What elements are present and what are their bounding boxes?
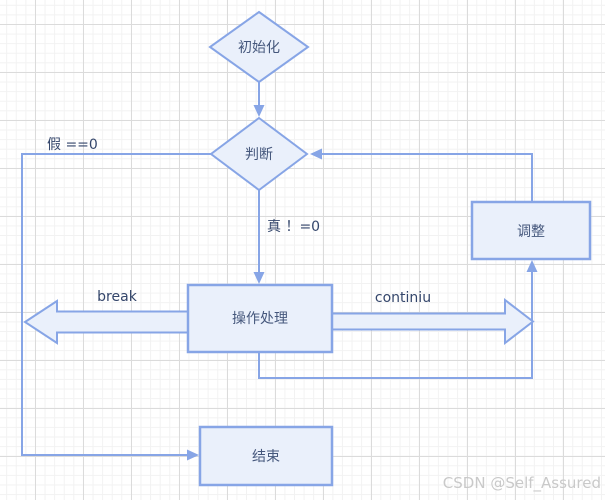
node-process-rect — [186, 283, 334, 354]
node-end-label: 结束 — [252, 449, 280, 465]
arrowhead-left-icon — [310, 148, 322, 160]
edge-label-break: break — [97, 289, 138, 305]
node-adjust-rect — [470, 200, 592, 261]
edge-judge-false-to-end — [21, 153, 211, 461]
node-end-rect — [198, 425, 334, 487]
arrowhead-right-icon — [187, 449, 199, 461]
watermark-text: CSDN @Self_Assured — [443, 474, 601, 493]
arrowhead-down-icon — [253, 105, 265, 117]
continue-block-arrow — [331, 297, 535, 346]
edge-judge-to-process — [253, 190, 265, 284]
edge-init-to-judge — [253, 82, 265, 117]
arrowhead-down-icon — [253, 272, 265, 284]
node-init-label: 初始化 — [238, 39, 280, 56]
node-process-label: 操作处理 — [232, 311, 288, 327]
node-judge-label: 判断 — [245, 147, 273, 163]
node-judge-diamond — [209, 116, 309, 192]
edge-label-true-branch: 真 ！=0 — [267, 219, 320, 235]
node-init-diamond — [208, 10, 310, 84]
break-block-arrow — [23, 299, 189, 345]
node-adjust-label: 调整 — [517, 224, 545, 240]
arrowhead-up-icon — [526, 260, 538, 272]
edge-adjust-to-judge — [310, 148, 533, 202]
edge-label-continue: continiu — [375, 290, 431, 306]
edge-label-false-branch: 假 ==0 — [47, 137, 98, 153]
